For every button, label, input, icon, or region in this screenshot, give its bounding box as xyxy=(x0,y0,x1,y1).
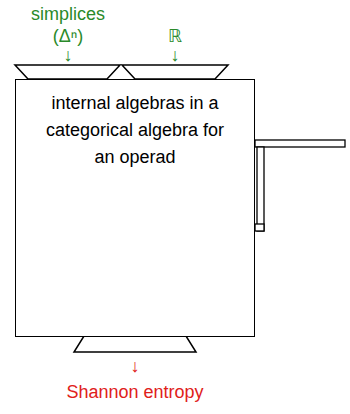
crank-arm xyxy=(257,147,264,231)
output-arrow: ↓ xyxy=(131,356,140,376)
output-label: Shannon entropy xyxy=(66,382,203,402)
crank-handle xyxy=(255,140,345,147)
input-arrow: ↓ xyxy=(171,45,180,65)
crank-axle xyxy=(255,224,264,231)
input-label: simplices xyxy=(31,4,105,24)
input-arrow: ↓ xyxy=(64,45,73,65)
output-funnel xyxy=(74,336,196,352)
box-text: internal algebras in a categorical algeb… xyxy=(35,90,235,171)
input-label: ℝ xyxy=(168,26,182,46)
process-box: internal algebras in a categorical algeb… xyxy=(15,79,255,337)
input-label: (Δⁿ) xyxy=(53,26,84,46)
input-funnel xyxy=(15,65,120,79)
input-funnel xyxy=(122,65,228,79)
